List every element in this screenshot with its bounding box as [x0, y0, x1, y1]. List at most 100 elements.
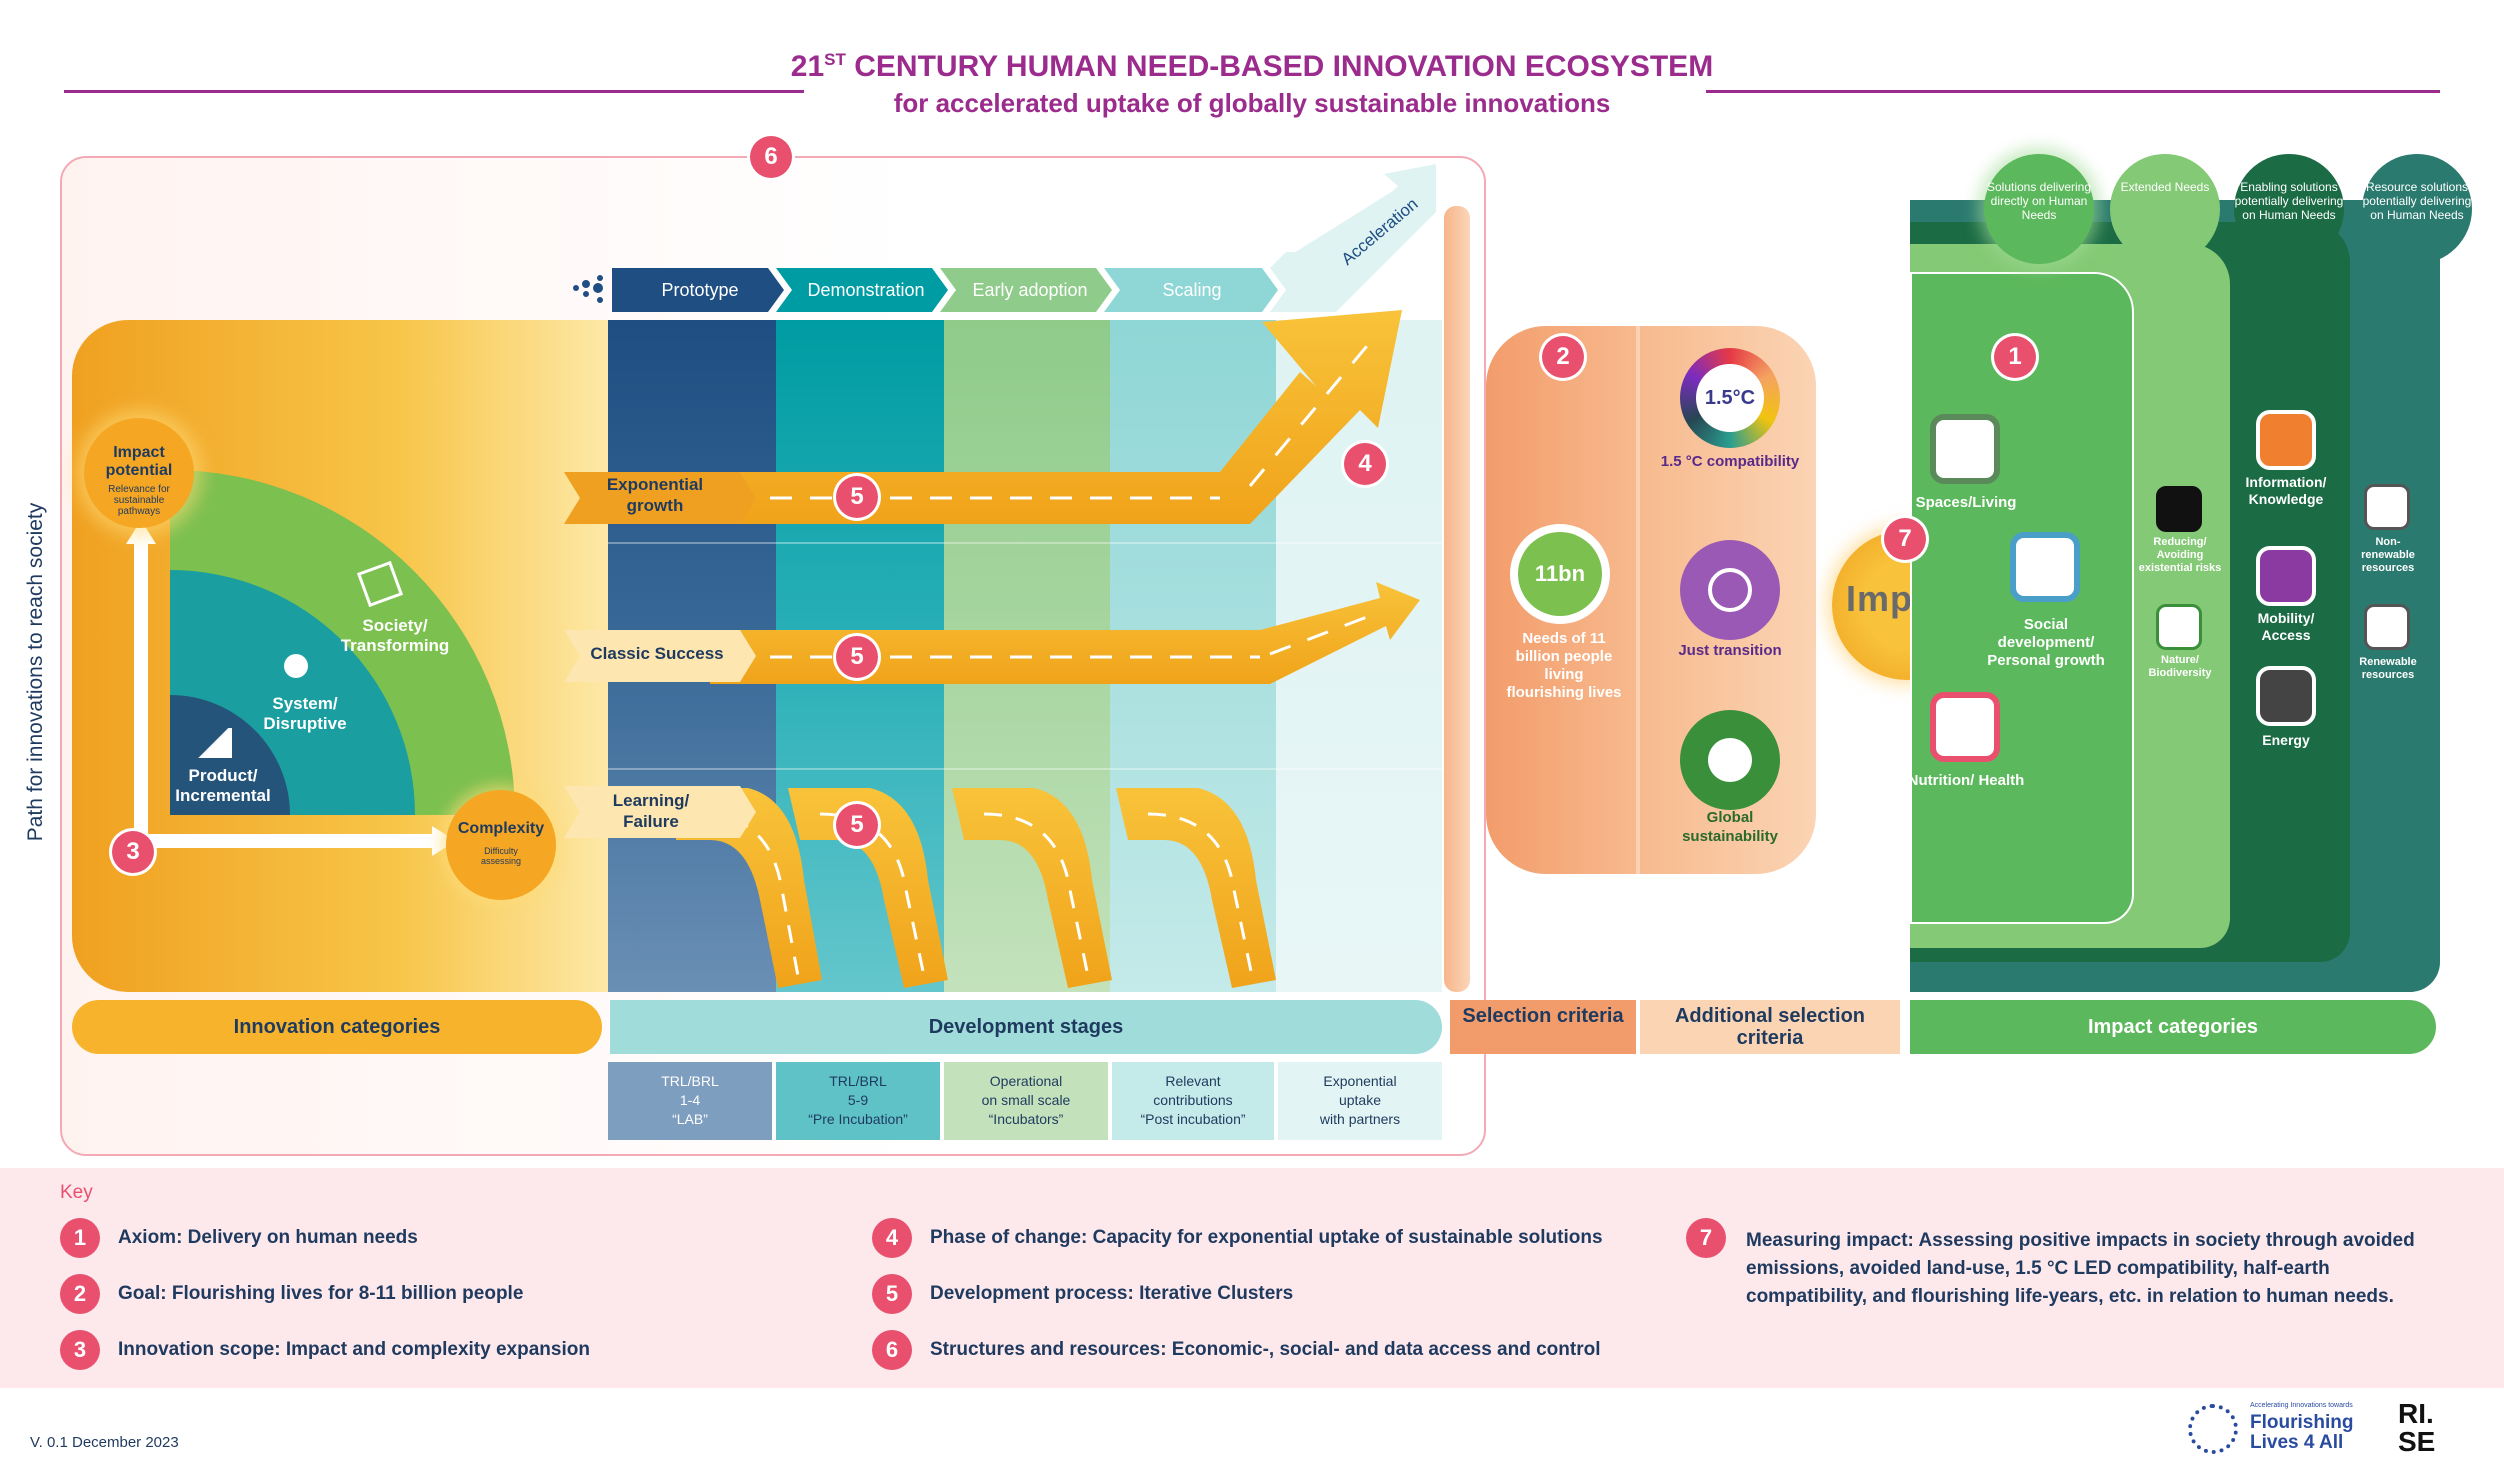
- marker-1: 1: [1994, 336, 2036, 378]
- renew-icon: [2364, 604, 2410, 650]
- path-label-learning: Learning/ Failure: [612, 791, 690, 831]
- degree-badge-inner: 1.5°C: [1696, 364, 1764, 432]
- marker-2: 2: [1542, 336, 1584, 378]
- key-num-6: 6: [872, 1330, 912, 1370]
- page-title: 21ST CENTURY HUMAN NEED-BASED INNOVATION…: [790, 50, 1714, 83]
- marker-6: 6: [750, 136, 792, 178]
- key-text-4: Phase of change: Capacity for exponentia…: [930, 1227, 1603, 1248]
- key-num-5: 5: [872, 1274, 912, 1314]
- marker-3: 3: [112, 831, 154, 873]
- leaf-icon: [2156, 604, 2202, 650]
- society-label: Society/ Transforming: [340, 616, 450, 655]
- key-num-1: 1: [60, 1218, 100, 1258]
- logo-tag: Accelerating Innovations towards: [2250, 1402, 2353, 1409]
- wheat-icon: [1930, 692, 2000, 762]
- stairs-icon: [196, 728, 232, 758]
- mobility-label: Mobility/ Access: [2257, 610, 2315, 643]
- impact-potential-sub: Relevance for sustainable pathways: [108, 484, 170, 517]
- complexity-sub: Difficulty assessing: [480, 846, 522, 866]
- product-label: Product/ Incremental: [175, 766, 271, 805]
- key-text-7: Measuring impact: Assessing positive imp…: [1746, 1230, 2415, 1307]
- key-heading: Key: [60, 1182, 93, 1203]
- row-divider-1: [608, 542, 1442, 544]
- chip-icon: [2256, 410, 2316, 470]
- marker-5a: 5: [836, 476, 878, 518]
- information-label: Information/ Knowledge: [2245, 474, 2327, 507]
- complexity-axis-arrow: [134, 834, 434, 848]
- just-transition-label: Just transition: [1678, 642, 1782, 659]
- stage-divider: [1444, 206, 1470, 992]
- logo-name-1: Flourishing: [2250, 1412, 2354, 1433]
- key-text-3: Innovation scope: Impact and complexity …: [118, 1339, 590, 1360]
- logo-name-2: Lives 4 All: [2250, 1432, 2344, 1453]
- system-label: System/ Disruptive: [263, 694, 347, 733]
- key-text-2: Goal: Flourishing lives for 8-11 billion…: [118, 1283, 524, 1304]
- impact-panel-direct: [1910, 272, 2134, 924]
- key-num-3: 3: [60, 1330, 100, 1370]
- marker-5b: 5: [836, 636, 878, 678]
- page-subtitle: for accelerated uptake of globally susta…: [893, 88, 1611, 118]
- home-icon: [1930, 414, 2000, 484]
- band-innovation: Innovation categories: [72, 1000, 602, 1054]
- energy-label: Energy: [2262, 732, 2310, 748]
- global-label: Global sustainability: [1682, 809, 1778, 845]
- renew-label: Renewable resources: [2359, 656, 2417, 681]
- marker-4: 4: [1344, 443, 1386, 485]
- row-divider-2: [608, 768, 1442, 770]
- version-label: V. 0.1 December 2023: [30, 1434, 179, 1451]
- band-selection: Selection criteria: [1450, 1000, 1636, 1054]
- needs-label: Needs of 11 billion people living flouri…: [1506, 630, 1622, 701]
- global-inner: [1708, 738, 1752, 782]
- rise-logo-2: SE: [2398, 1426, 2436, 1457]
- drop-direct: Solutions delivering directly on Human N…: [1984, 154, 2094, 264]
- degree-label: 1.5 °C compatibility: [1660, 453, 1800, 470]
- key-num-2: 2: [60, 1274, 100, 1314]
- stage-label-early-adoption: Early adoption: [972, 280, 1088, 300]
- title-rule-right: [1706, 90, 2440, 93]
- energy-icon: [2256, 666, 2316, 726]
- stage-label-prototype: Prototype: [661, 280, 739, 300]
- key-text-5: Development process: Iterative Clusters: [930, 1283, 1294, 1304]
- impact-potential-circle: [84, 418, 194, 528]
- social-label: Social development/ Personal growth: [1987, 616, 2105, 669]
- path-label-exponential: Exponential growth: [606, 475, 704, 515]
- path-label-shapes: [564, 472, 756, 838]
- impact-potential-label: Impact potential: [105, 444, 173, 479]
- stage-label-scaling: Scaling: [1162, 280, 1222, 300]
- shield-icon: [2156, 486, 2202, 532]
- key-panel: [0, 1168, 2504, 1388]
- needs-badge-inner: 11bn: [1518, 532, 1602, 616]
- complexity-label: Complexity: [457, 820, 545, 837]
- just-transition-inner: [1708, 568, 1752, 612]
- flourishing-logo-icon: [2188, 1404, 2238, 1454]
- nature-label: Nature/ Biodiversity: [2148, 654, 2212, 679]
- key-num-7: 7: [1686, 1218, 1726, 1258]
- band-additional: Additional selection criteria: [1640, 1000, 1900, 1054]
- drop-resource: Resource solutions potentially deliverin…: [2362, 154, 2472, 264]
- nonrenew-icon: [2364, 484, 2410, 530]
- impact-axis-arrow: [134, 540, 148, 840]
- band-development: Development stages: [610, 1000, 1442, 1054]
- selection-divider: [1636, 326, 1640, 874]
- mobility-icon: [2256, 546, 2316, 606]
- nutrition-label: Nutrition/ Health: [1907, 772, 2025, 789]
- spaces-label: Spaces/Living: [1915, 494, 2017, 511]
- rise-logo-1: RI.: [2398, 1398, 2434, 1429]
- side-axis-label: Path for innovations to reach society: [24, 502, 47, 842]
- system-icon: [284, 654, 308, 678]
- key-num-4: 4: [872, 1218, 912, 1258]
- nonrenew-label: Non-renewable resources: [2361, 536, 2415, 574]
- people-icon: [2010, 532, 2080, 602]
- stage-arrow-header: [573, 164, 1436, 312]
- key-text-1: Axiom: Delivery on human needs: [118, 1227, 418, 1248]
- band-impact: Impact categories: [1910, 1000, 2436, 1054]
- stage-label-demonstration: Demonstration: [807, 280, 925, 300]
- marker-5c: 5: [836, 804, 878, 846]
- drop-enabling: Enabling solutions potentially deliverin…: [2234, 154, 2344, 264]
- title-rule-left: [64, 90, 804, 93]
